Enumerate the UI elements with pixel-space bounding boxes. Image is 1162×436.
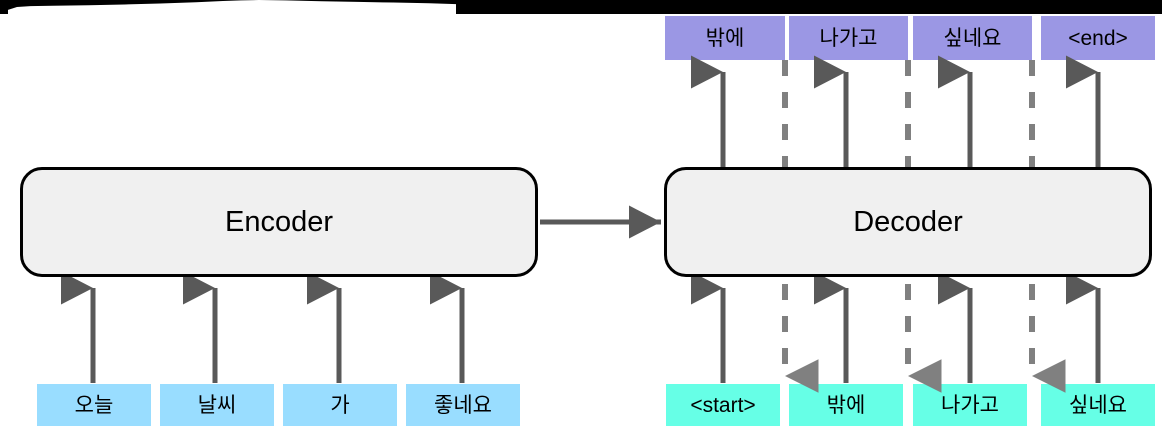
token-text: 밖에 (826, 393, 866, 417)
decoder-output-token-4[interactable]: <end> (1041, 16, 1155, 60)
decoder-input-token-4[interactable]: 싶네요 (1041, 384, 1155, 426)
encoder-input-token-4[interactable]: 좋네요 (406, 384, 520, 426)
decoder-module[interactable]: Decoder (664, 167, 1152, 277)
encoder-label: Encoder (224, 205, 333, 238)
decoder-label: Decoder (853, 205, 963, 238)
token-text: 가 (330, 393, 350, 417)
decoder-input-token-3[interactable]: 나가고 (913, 384, 1027, 426)
token-text: 날씨 (197, 393, 237, 417)
encoder-input-token-2[interactable]: 날씨 (160, 384, 274, 426)
token-text: 싶네요 (943, 26, 1002, 50)
encoder-input-token-3[interactable]: 가 (283, 384, 397, 426)
token-text: <end> (1068, 26, 1128, 50)
decoder-input-token-1[interactable]: <start> (666, 384, 780, 426)
decoder-output-token-3[interactable]: 싶네요 (913, 16, 1032, 60)
decoder-output-token-2[interactable]: 나가고 (789, 16, 908, 60)
encoder-input-token-1[interactable]: 오늘 (37, 384, 151, 426)
token-text: 밖에 (705, 26, 745, 50)
encoder-module[interactable]: Encoder (20, 167, 538, 277)
decoder-output-token-1[interactable]: 밖에 (665, 16, 785, 60)
token-text: 싶네요 (1069, 393, 1127, 417)
decoder-input-token-2[interactable]: 밖에 (789, 384, 903, 426)
token-text: 좋네요 (434, 393, 492, 417)
token-text: 오늘 (74, 393, 114, 417)
token-text: 나가고 (819, 26, 878, 50)
token-text: <start> (690, 393, 756, 417)
token-text: 나가고 (941, 393, 999, 417)
